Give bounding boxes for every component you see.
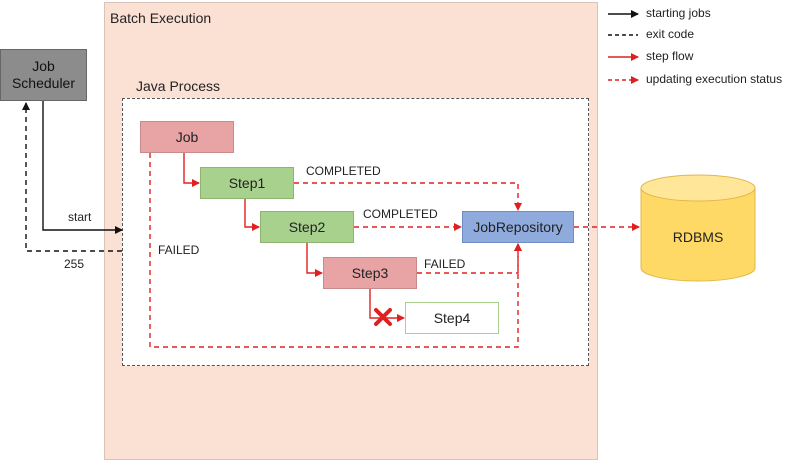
step4-node: Step4 bbox=[405, 302, 499, 334]
failure-x-icon bbox=[374, 308, 392, 326]
flow-step2-step3 bbox=[306, 243, 323, 277]
job-repository-label: JobRepository bbox=[473, 218, 563, 235]
rdbms-label: RDBMS bbox=[672, 228, 724, 245]
exit-code-arrow bbox=[22, 102, 122, 252]
legend-step-flow: step flow bbox=[646, 49, 694, 63]
rdbms-database-icon bbox=[640, 174, 756, 282]
flow-job-step1 bbox=[183, 153, 200, 187]
status-job-repo bbox=[149, 153, 522, 348]
start-arrow bbox=[42, 101, 123, 234]
job-scheduler-label: Job Scheduler bbox=[11, 58, 76, 91]
legend-updating-status: updating execution status bbox=[646, 72, 783, 86]
job-label: Job bbox=[175, 128, 199, 145]
legend-starting-jobs: starting jobs bbox=[646, 6, 711, 20]
job-node: Job bbox=[140, 121, 234, 153]
completed-label-step1: COMPLETED bbox=[306, 164, 381, 178]
step3-node: Step3 bbox=[323, 257, 417, 289]
completed-label-step2: COMPLETED bbox=[363, 207, 438, 221]
job-scheduler-box: Job Scheduler bbox=[0, 49, 87, 101]
exit-code-label: 255 bbox=[64, 257, 85, 271]
java-process-title: Java Process bbox=[136, 78, 221, 94]
batch-execution-title: Batch Execution bbox=[110, 10, 212, 26]
legend-exit-code: exit code bbox=[646, 27, 695, 41]
start-label: start bbox=[68, 210, 92, 224]
step2-node: Step2 bbox=[260, 211, 354, 243]
step2-label: Step2 bbox=[288, 218, 326, 235]
step4-label: Step4 bbox=[433, 309, 471, 326]
step3-label: Step3 bbox=[351, 264, 389, 281]
rdbms-label-box: RDBMS bbox=[641, 222, 755, 252]
flow-step3-step4 bbox=[369, 289, 405, 322]
status-step3-repo bbox=[417, 243, 522, 274]
job-repository-node: JobRepository bbox=[462, 211, 574, 243]
failed-label-job: FAILED bbox=[158, 243, 200, 257]
step1-node: Step1 bbox=[200, 167, 294, 199]
failed-label-step3: FAILED bbox=[424, 257, 466, 271]
flow-step1-step2 bbox=[244, 199, 260, 231]
step1-label: Step1 bbox=[228, 174, 266, 191]
status-step1-repo bbox=[294, 182, 522, 211]
